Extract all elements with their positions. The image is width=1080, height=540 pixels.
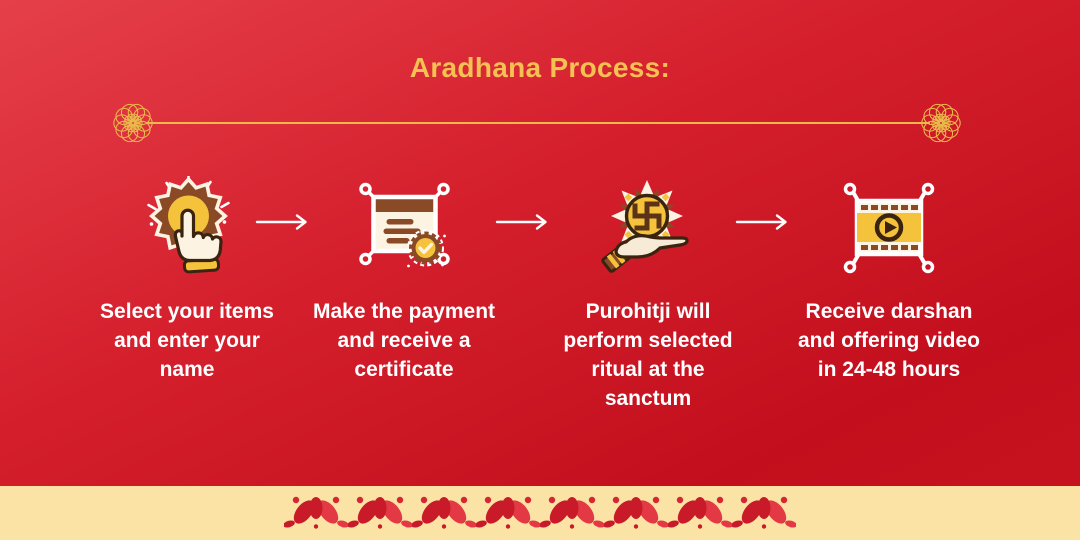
page-title: Aradhana Process:: [409, 52, 671, 83]
lotus-motif-icon: [348, 496, 412, 529]
step-select-items: Select your items and enter your name: [80, 176, 295, 384]
certificate-icon: [358, 182, 450, 268]
lotus-motif-row: [284, 493, 796, 533]
arrow-right-icon: [255, 214, 307, 230]
arrow-right-icon: [735, 214, 787, 230]
ritual-offering-icon: [601, 180, 689, 273]
lotus-motif-icon: [540, 496, 604, 529]
lotus-motif-icon: [412, 496, 476, 529]
arrow-right-icon: [495, 214, 547, 230]
step-payment-certificate: Make the payment and receive a certifica…: [287, 176, 522, 384]
rosette-ornament-right: [921, 103, 961, 143]
step-ritual-sanctum: Purohitji will perform selected ritual a…: [534, 176, 762, 413]
lotus-motif-icon: [668, 496, 732, 529]
lotus-motif-icon: [284, 496, 348, 529]
step-label: Select your items and enter your name: [100, 300, 274, 381]
step-receive-video: Receive darshan and offering video in 24…: [770, 176, 1008, 384]
divider-line: [146, 122, 930, 124]
bottom-border: [0, 486, 1080, 540]
lotus-motif-icon: [732, 496, 796, 529]
step-label: Make the payment and receive a certifica…: [312, 300, 496, 381]
tap-select-icon: [146, 176, 230, 274]
video-icon: [843, 182, 935, 274]
lotus-motif-icon: [604, 496, 668, 529]
step-label: Receive darshan and offering video in 24…: [797, 300, 980, 381]
rosette-ornament-left: [113, 103, 153, 143]
lotus-motif-icon: [476, 496, 540, 529]
step-label: Purohitji will perform selected ritual a…: [563, 300, 733, 410]
